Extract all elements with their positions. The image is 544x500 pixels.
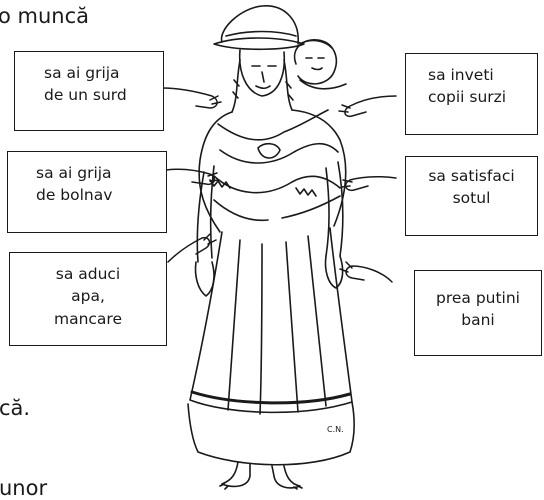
face	[238, 49, 286, 97]
label-too-little-money: prea putini bani	[414, 270, 542, 356]
label-teach-deaf-children: sa inveti copii surzi	[405, 53, 538, 135]
skirt	[189, 227, 353, 414]
hat	[220, 5, 299, 45]
braids	[231, 59, 293, 113]
label-bring-water-food: sa aduci apa, mancare	[9, 252, 167, 346]
shawl	[198, 109, 347, 233]
baby	[293, 39, 338, 85]
bottom-text-fragment-1: că.	[0, 396, 31, 420]
feet	[221, 461, 301, 489]
label-care-for-sick: sa ai grija de bolnav	[7, 151, 167, 233]
label-care-for-deaf: sa ai grija de un surd	[14, 51, 164, 131]
bottom-text-fragment-2: unor	[0, 476, 48, 500]
label-satisfy-husband: sa satisfaci sotul	[405, 156, 538, 236]
top-text-fragment: o muncă	[0, 4, 90, 28]
reaching-hands	[161, 87, 397, 283]
artist-initials: C.N.	[327, 425, 344, 434]
